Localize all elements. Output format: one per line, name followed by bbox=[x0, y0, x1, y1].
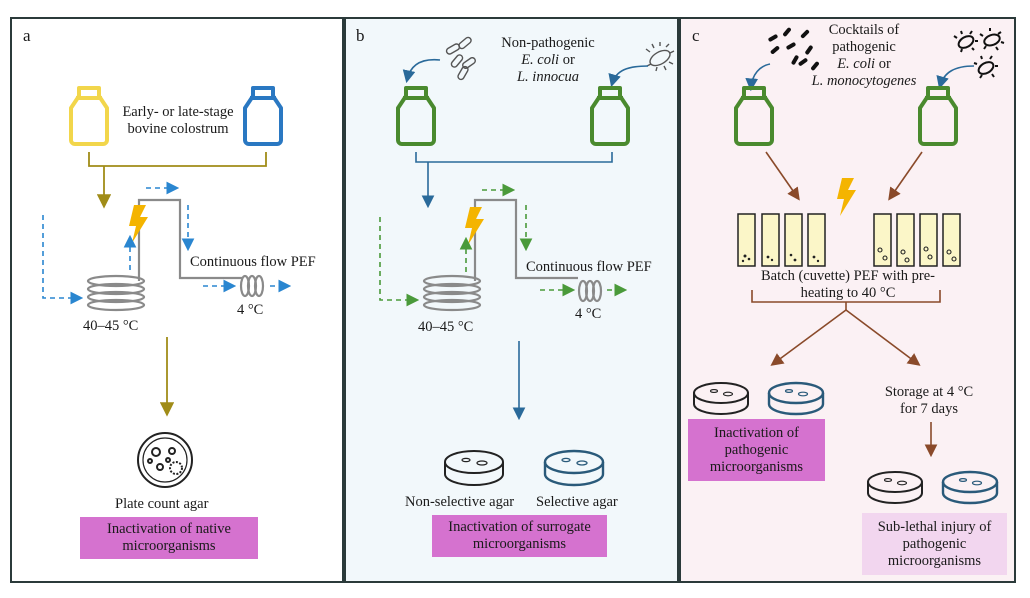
pathogenic-or: or bbox=[875, 56, 891, 72]
lightning-bolt-icon-c bbox=[837, 178, 856, 216]
hot-temp-b: 40–45 °C bbox=[418, 319, 474, 335]
pathogenic-line1: Cocktails of bbox=[828, 22, 900, 38]
cuvettes-right-icon bbox=[873, 213, 961, 267]
pathogenic-listeria: L. monocytogenes bbox=[811, 73, 917, 89]
source-merge-line bbox=[88, 152, 267, 209]
colostrum-label-line2: bovine colostrum bbox=[127, 121, 229, 137]
non-pathogenic-listeria-icon bbox=[645, 42, 675, 72]
green-bottle-icon-left bbox=[396, 86, 436, 146]
colostrum-label: Early- or late-stage bovine colostrum bbox=[113, 104, 243, 138]
selective-agar-label: Selective agar bbox=[536, 494, 618, 510]
dish-c4-icon bbox=[941, 470, 999, 505]
green-bottle-icon-c-right bbox=[918, 86, 958, 146]
outcome-c1-line2: pathogenic bbox=[724, 441, 789, 458]
source-merge-line-b bbox=[415, 152, 613, 209]
outcome-box-b: Inactivation of surrogate microorganisms bbox=[432, 515, 607, 557]
dish-c3-icon bbox=[867, 471, 923, 504]
cold-temp-a: 4 °C bbox=[237, 302, 264, 318]
batch-bracket bbox=[751, 290, 941, 458]
outcome-c2-line1: Sub-lethal injury of bbox=[877, 518, 992, 535]
lightning-bolt-icon-b bbox=[465, 207, 484, 245]
outcome-c2-line3: microorganisms bbox=[887, 552, 982, 569]
pathogenic-listeria-icon bbox=[953, 28, 1005, 79]
outcome-b-line1: Inactivation of surrogate bbox=[448, 519, 591, 535]
pathogenic-ecoli: E. coli bbox=[837, 56, 876, 72]
plate-count-label: Plate count agar bbox=[115, 496, 209, 512]
non-pathogenic-label: Non-pathogenic E. coli or L. innocua bbox=[486, 35, 610, 86]
heating-coil-icon-b bbox=[422, 198, 578, 312]
cooling-coil-icon-b bbox=[577, 279, 603, 303]
non-pathogenic-ecoli: E. coli bbox=[521, 52, 560, 68]
pathogenic-label: Cocktails of pathogenic E. coli or L. mo… bbox=[805, 22, 923, 90]
non-selective-dish-icon bbox=[444, 450, 504, 486]
batch-pef-line1: Batch (cuvette) PEF with pre- bbox=[761, 268, 935, 284]
process-label-a: Continuous flow PEF bbox=[190, 254, 316, 270]
cuvettes-left-icon bbox=[737, 213, 826, 267]
batch-pef-label: Batch (cuvette) PEF with pre- heating to… bbox=[760, 268, 936, 302]
yellow-bottle-icon bbox=[69, 86, 109, 146]
cooling-coil-icon bbox=[239, 274, 265, 298]
cold-temp-b: 4 °C bbox=[575, 306, 602, 322]
batch-pef-line2: heating to 40 °C bbox=[800, 285, 896, 301]
panel-c-letter: c bbox=[692, 26, 700, 45]
non-pathogenic-or: or bbox=[559, 52, 575, 68]
non-pathogenic-listeria: L. innocua bbox=[516, 69, 580, 85]
outcome-b-line2: microorganisms bbox=[472, 536, 567, 552]
colostrum-label-line1: Early- or late-stage bbox=[122, 104, 234, 120]
process-label-b: Continuous flow PEF bbox=[526, 259, 652, 275]
green-bottle-icon-right bbox=[590, 86, 630, 146]
storage-line2: for 7 days bbox=[900, 401, 958, 417]
outcome-c2-line2: pathogenic bbox=[902, 535, 967, 552]
blue-bottle-icon bbox=[243, 86, 283, 146]
outcome-box-c2: Sub-lethal injury of pathogenic microorg… bbox=[862, 513, 1007, 575]
outcome-box-a: Inactivation of native microorganisms bbox=[80, 517, 258, 559]
non-pathogenic-line1: Non-pathogenic bbox=[501, 35, 595, 51]
flow-arrows-b bbox=[379, 183, 628, 307]
hot-temp-a: 40–45 °C bbox=[83, 318, 139, 334]
pathogenic-ecoli-icon bbox=[768, 27, 819, 71]
green-bottle-icon-c-left bbox=[734, 86, 774, 146]
non-selective-agar-label: Non-selective agar bbox=[405, 494, 515, 510]
flow-arrows-a bbox=[42, 181, 292, 305]
dish-c1-icon bbox=[693, 382, 749, 415]
selective-dish-icon bbox=[543, 449, 605, 487]
storage-line1: Storage at 4 °C bbox=[884, 384, 974, 400]
non-pathogenic-ecoli-icon bbox=[445, 36, 476, 81]
plate-count-dish-icon bbox=[137, 432, 193, 488]
storage-label: Storage at 4 °C for 7 days bbox=[870, 384, 988, 418]
lightning-bolt-icon bbox=[129, 205, 148, 243]
outcome-box-c1: Inactivation of pathogenic microorganism… bbox=[688, 419, 825, 481]
panel-b-letter: b bbox=[356, 26, 365, 45]
dish-c2-icon bbox=[767, 381, 825, 416]
pathogenic-line2: pathogenic bbox=[832, 39, 896, 55]
outcome-c1-line1: Inactivation of bbox=[714, 424, 799, 441]
outcome-a-line1: Inactivation of native bbox=[106, 521, 231, 537]
outcome-c1-line3: microorganisms bbox=[709, 458, 804, 475]
outcome-a-line2: microorganisms bbox=[122, 538, 216, 554]
panel-a bbox=[10, 17, 344, 583]
panel-a-letter: a bbox=[23, 26, 31, 45]
